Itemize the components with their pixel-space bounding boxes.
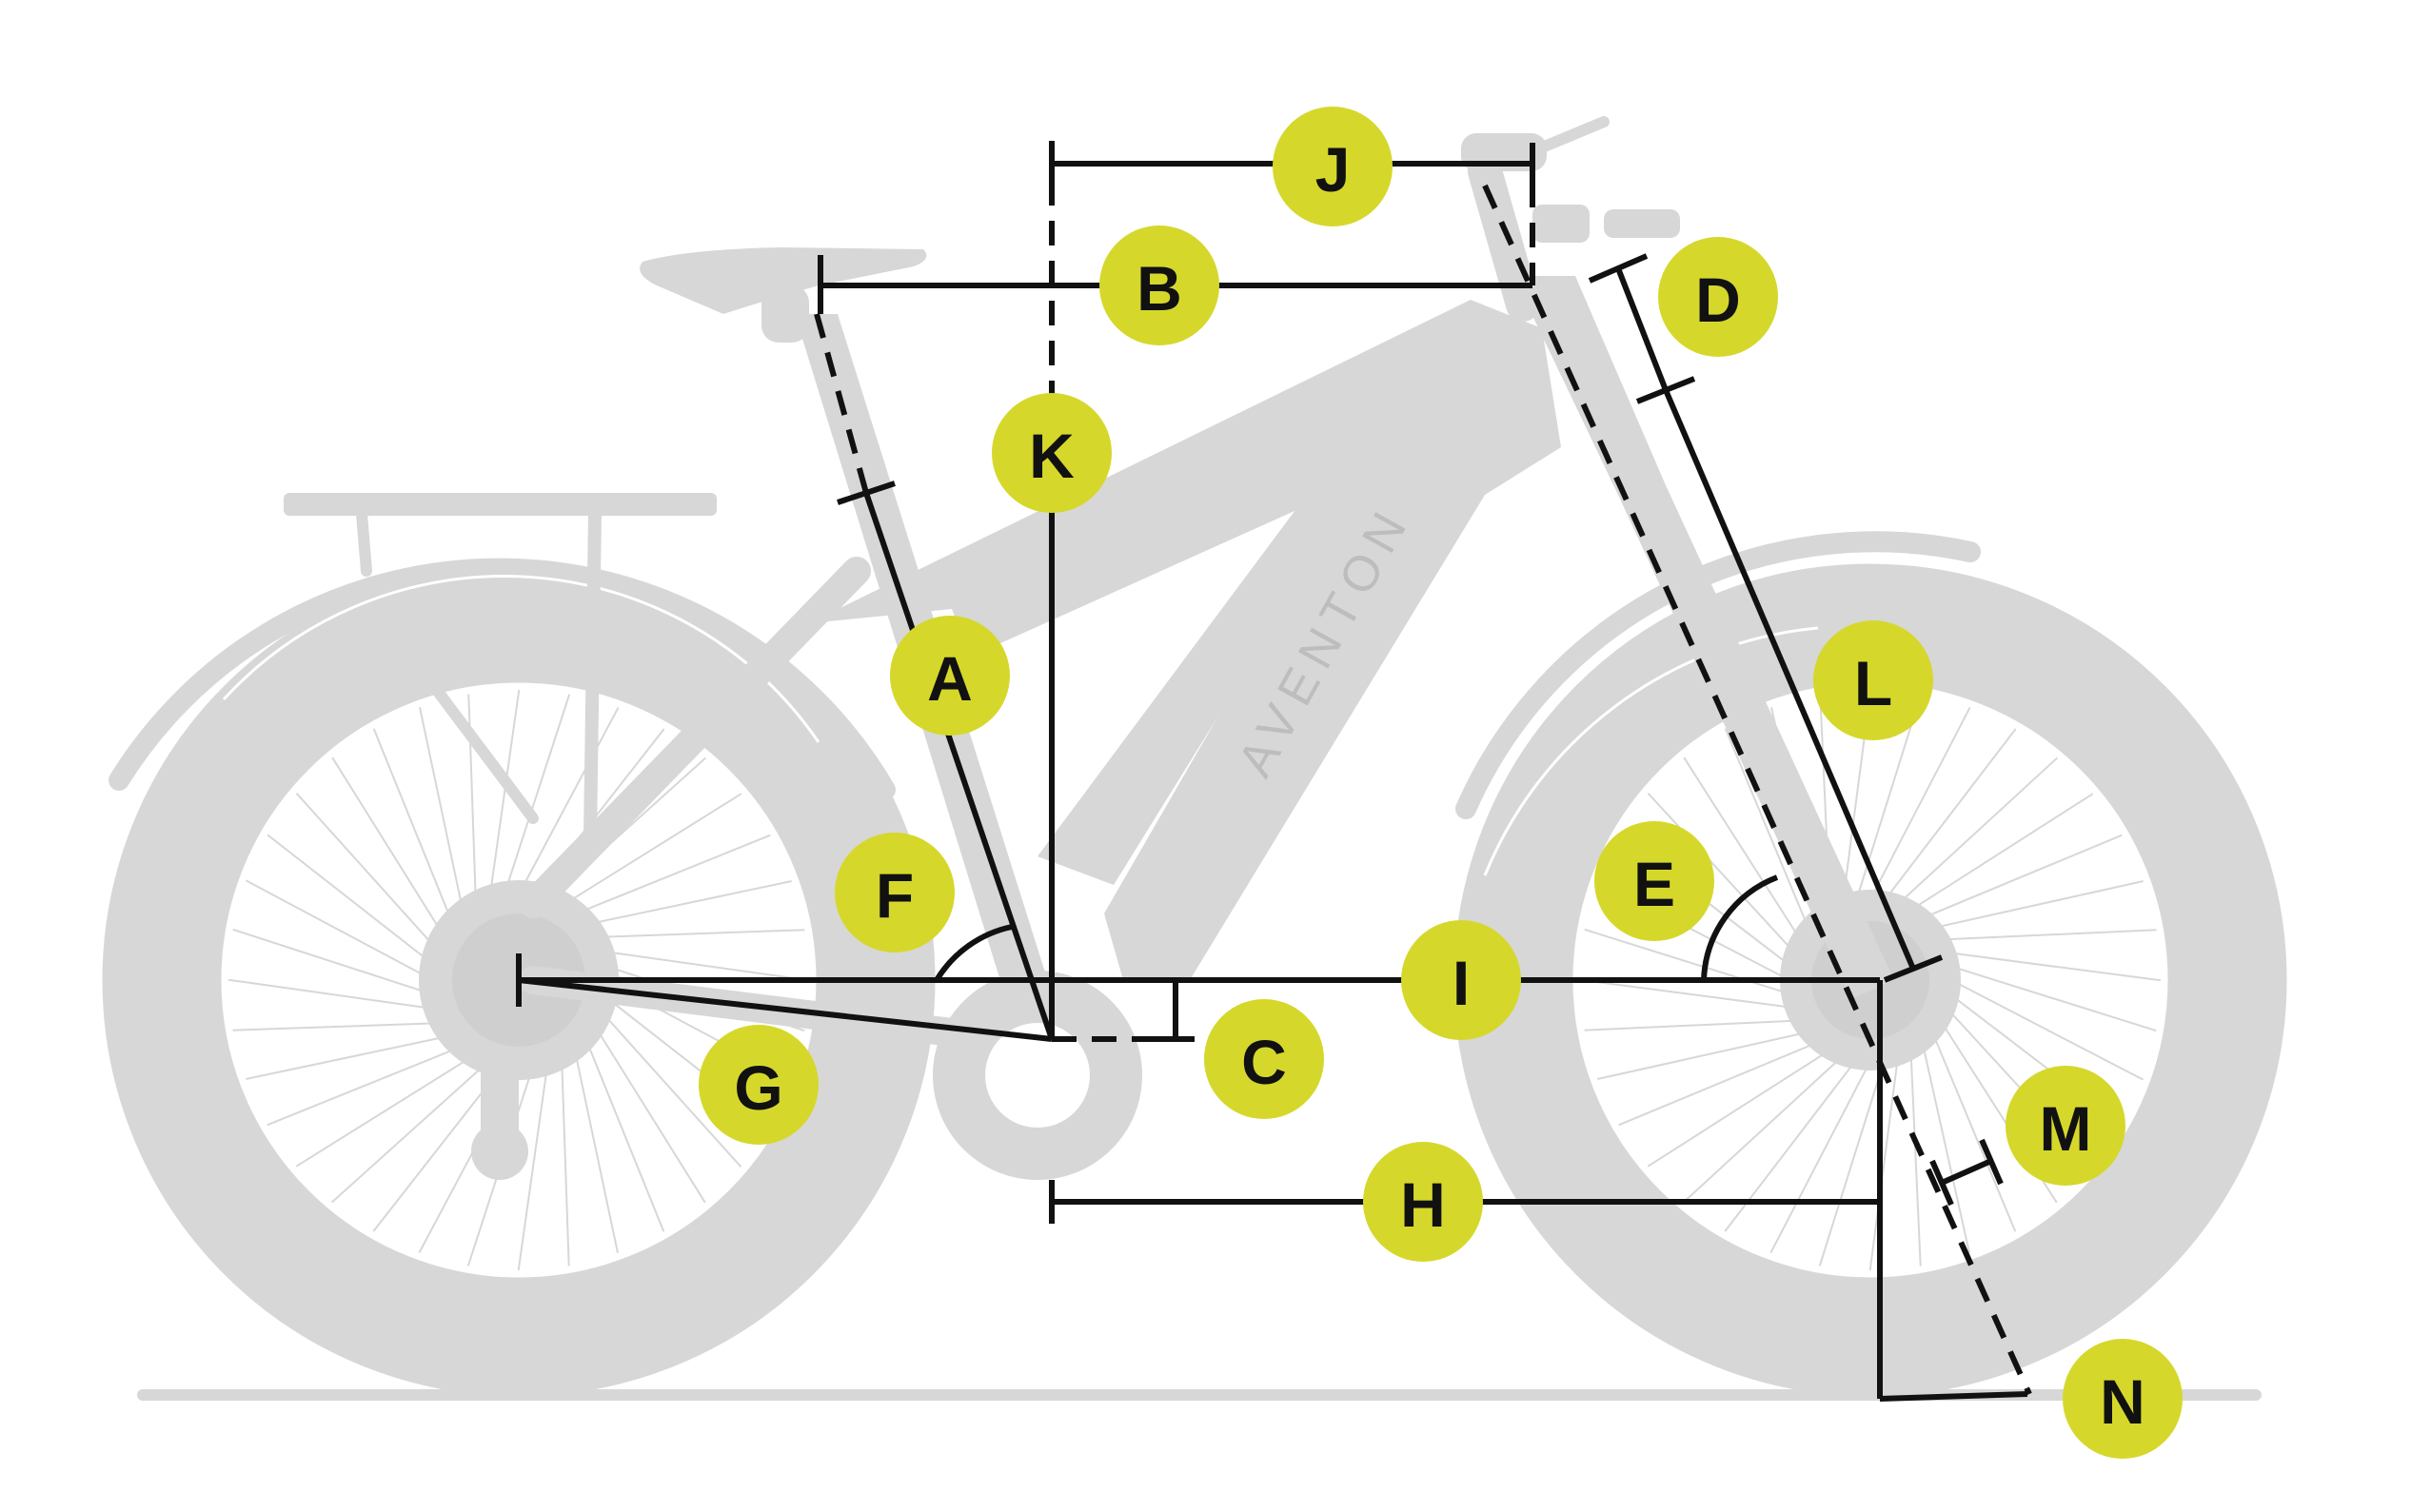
spoke xyxy=(246,879,434,981)
spoke xyxy=(517,1060,549,1271)
dimension-d-line xyxy=(1615,266,1669,392)
svg-text:G: G xyxy=(734,1052,782,1123)
dimension-m-line xyxy=(1940,1158,1993,1186)
label-badges: J B D K A L F E I C G M H N xyxy=(699,107,2183,1459)
svg-text:B: B xyxy=(1136,253,1182,324)
spoke xyxy=(1940,929,2157,941)
spoke xyxy=(232,928,435,996)
spoke xyxy=(1909,793,2094,912)
badge-i: I xyxy=(1401,920,1521,1040)
spoke xyxy=(583,880,792,927)
spoke xyxy=(488,689,521,900)
spoke xyxy=(1584,928,1791,995)
spoke xyxy=(1618,1041,1819,1127)
spoke xyxy=(1869,707,1971,900)
badge-h: H xyxy=(1363,1142,1483,1262)
badge-l: L xyxy=(1813,620,1933,740)
handlebar xyxy=(1461,116,1680,322)
svg-text:L: L xyxy=(1854,648,1892,718)
svg-text:I: I xyxy=(1453,948,1470,1018)
spoke xyxy=(1683,1055,1844,1204)
badge-n: N xyxy=(2063,1339,2183,1459)
spoke xyxy=(1683,756,1802,941)
spoke xyxy=(1931,880,2144,930)
spoke xyxy=(1949,965,2157,1032)
badge-e: E xyxy=(1594,821,1714,941)
spoke xyxy=(1597,1031,1809,1080)
spoke xyxy=(1818,1059,1886,1267)
rear-fender xyxy=(109,558,896,800)
spoke xyxy=(227,978,439,1011)
svg-text:E: E xyxy=(1633,849,1675,919)
spoke xyxy=(1950,979,2144,1081)
spoke xyxy=(295,793,440,952)
spoke xyxy=(372,728,455,926)
seat xyxy=(640,247,927,343)
svg-text:A: A xyxy=(927,643,973,714)
dimension-e-arc xyxy=(1701,874,1779,981)
spoke xyxy=(232,1022,445,1031)
spoke xyxy=(1922,834,2123,919)
dimension-a-line xyxy=(863,492,1055,1040)
badge-k: K xyxy=(992,393,1112,513)
badge-m: M xyxy=(2006,1066,2125,1186)
spoke xyxy=(561,793,742,907)
dimension-f-arc xyxy=(934,924,1013,982)
spoke xyxy=(1931,1031,2017,1232)
spoke xyxy=(267,1044,464,1127)
dimension-n-line xyxy=(1879,1391,2028,1402)
spoke xyxy=(592,929,805,938)
spoke xyxy=(1884,728,2017,901)
badge-g: G xyxy=(699,1025,819,1145)
spoke xyxy=(1724,728,1809,929)
svg-text:D: D xyxy=(1695,265,1741,335)
spoke xyxy=(503,694,571,896)
spoke xyxy=(246,1033,454,1080)
dimension-l-line xyxy=(1663,388,1916,971)
badge-f: F xyxy=(835,833,955,952)
svg-text:N: N xyxy=(2100,1366,2145,1437)
badge-j: J xyxy=(1273,107,1393,226)
badge-c: C xyxy=(1204,999,1324,1119)
dimension-g-line xyxy=(518,977,1053,1042)
badge-b: B xyxy=(1099,226,1219,345)
spoke xyxy=(1946,951,2162,982)
badge-d: D xyxy=(1658,237,1778,357)
spoke xyxy=(1647,793,1795,953)
spoke xyxy=(419,707,465,915)
spoke xyxy=(1769,1060,1871,1253)
spoke xyxy=(583,1034,665,1232)
spoke xyxy=(1584,1019,1801,1031)
steering-axis-dashed xyxy=(1482,184,2032,1396)
spoke xyxy=(573,834,771,916)
svg-text:J: J xyxy=(1315,134,1351,205)
dimension-lines xyxy=(516,141,2032,1402)
spoke xyxy=(331,756,445,938)
spoke xyxy=(1909,1050,1922,1267)
spoke xyxy=(267,834,436,967)
spoke xyxy=(1897,756,2058,905)
spoke xyxy=(1579,978,1795,1010)
spoke xyxy=(518,707,620,895)
spoke xyxy=(1647,1049,1831,1168)
spoke xyxy=(295,1053,477,1168)
spoke xyxy=(331,1059,490,1204)
svg-text:H: H xyxy=(1400,1169,1446,1240)
spoke xyxy=(561,1053,570,1267)
rear-rack xyxy=(284,493,717,844)
spoke xyxy=(592,1022,706,1204)
spoke xyxy=(1868,1055,1900,1271)
svg-text:M: M xyxy=(2040,1093,2092,1164)
dimension-a-dashed xyxy=(814,313,869,494)
svg-text:K: K xyxy=(1029,421,1075,491)
spoke xyxy=(598,1009,742,1168)
spoke xyxy=(572,1045,619,1253)
svg-text:C: C xyxy=(1241,1027,1287,1097)
badge-a: A xyxy=(890,616,1010,736)
spoke xyxy=(1921,1041,1970,1253)
spoke xyxy=(599,950,810,982)
svg-text:F: F xyxy=(876,860,914,931)
